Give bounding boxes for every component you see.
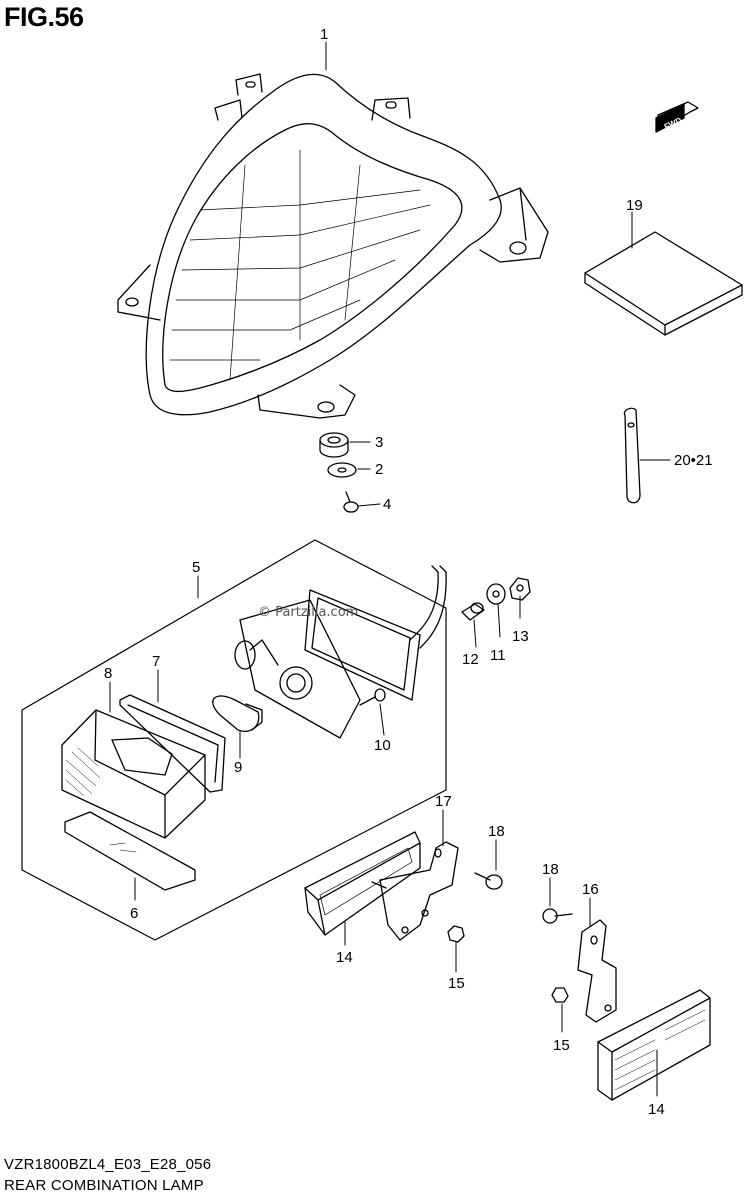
callout-7: 7 <box>152 653 160 670</box>
diagram-caption: REAR COMBINATION LAMP <box>4 1177 204 1194</box>
callout-11: 11 <box>490 647 506 664</box>
reflector-part-14-right <box>597 989 711 1101</box>
callout-2: 2 <box>375 461 383 478</box>
callout-5: 5 <box>192 559 200 576</box>
reflector-part-14-left <box>304 831 421 936</box>
callout-15-lower: 15 <box>553 1037 570 1054</box>
license-lamp-assembly-box-part-5 <box>21 539 447 941</box>
partzilla-watermark: © Partzilla.com <box>258 605 358 620</box>
leader-lines <box>109 41 671 1097</box>
callout-3: 3 <box>375 434 383 451</box>
bracket-part-16 <box>577 919 617 1023</box>
callout-18-lower: 18 <box>542 861 559 878</box>
callout-14-left: 14 <box>336 949 353 966</box>
callout-20-21: 20•21 <box>674 452 713 469</box>
callout-8: 8 <box>104 665 112 682</box>
callout-10: 10 <box>374 737 391 754</box>
callout-9: 9 <box>234 759 242 776</box>
bolt-part-18-lower <box>542 908 573 924</box>
rear-lamp-housing-part-1 <box>117 73 549 419</box>
screw-part-4 <box>343 491 359 513</box>
model-code: VZR1800BZL4_E03_E28_056 <box>4 1156 212 1173</box>
nut-part-15-upper <box>447 925 465 943</box>
screw-part-10 <box>359 688 386 706</box>
callout-15-upper: 15 <box>448 975 465 992</box>
figure-title: FIG.56 <box>4 2 84 32</box>
grommet-part-3 <box>319 432 349 458</box>
nut-part-13 <box>509 577 531 601</box>
callout-18-upper: 18 <box>488 823 505 840</box>
callout-17: 17 <box>435 793 452 810</box>
gasket-part-7 <box>119 694 226 793</box>
nut-part-15-lower <box>551 987 569 1003</box>
callout-13: 13 <box>512 628 529 645</box>
bracket-part-17 <box>379 841 459 941</box>
callout-16: 16 <box>582 881 599 898</box>
pad-part-19 <box>584 231 743 336</box>
callout-19: 19 <box>626 197 643 214</box>
callout-6: 6 <box>130 905 138 922</box>
callout-12: 12 <box>462 651 479 668</box>
stud-left <box>371 881 387 889</box>
washer-part-2 <box>327 462 357 478</box>
callout-labels: 1 3 2 4 5 8 7 9 10 12 11 13 6 17 18 14 1… <box>104 26 713 1118</box>
grommet-part-12 <box>461 602 485 621</box>
callout-4: 4 <box>383 496 391 513</box>
forward-direction-badge: FWD <box>655 101 699 133</box>
lamp-base <box>234 565 447 739</box>
callout-14-right: 14 <box>648 1101 665 1118</box>
bulb-part-9 <box>212 695 263 732</box>
callout-1: 1 <box>320 26 328 43</box>
lens-part-8 <box>61 709 206 839</box>
clamp-part-20-21 <box>623 407 641 504</box>
bolt-part-18-upper <box>474 872 503 890</box>
plate-part-6 <box>64 811 196 891</box>
washer-part-11 <box>486 583 506 605</box>
